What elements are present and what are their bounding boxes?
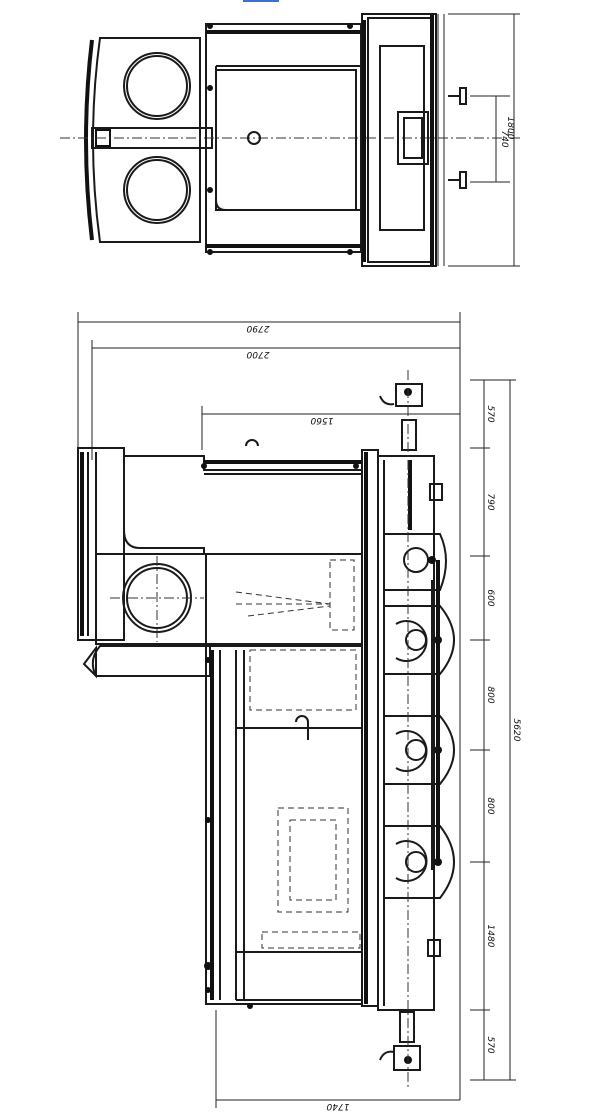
dim-label-seg-2: 790 [485,493,495,510]
radiator-circle-upper [123,52,191,120]
coupler-bottom [379,1011,421,1071]
hood-front-plan [92,37,201,243]
dim-label-1560: 1560 [310,415,333,425]
coupler-top [379,383,423,451]
rear-coupler-box [397,111,429,165]
dim-label-2700: 2700 [246,349,269,359]
body-lower [205,643,363,1005]
engine-compartment-upper [205,553,363,647]
dim-label-1740: 1740 [326,1101,349,1111]
chassis-sideplate [377,455,435,1011]
radiator-circle-lower [123,156,191,224]
wheel-3 [384,715,455,785]
dim-label-1800: 1800 [505,117,515,140]
dim-label-seg-7: 570 [485,1036,495,1053]
side-hatch-handle [245,439,259,447]
hood-upper-side [123,455,363,555]
wheel-4 [384,825,455,899]
dim-label-seg-1: 570 [485,405,495,422]
dim-label-seg-5: 800 [485,797,495,814]
top-hatch [247,131,262,145]
engine-block-hidden [277,807,349,913]
top-view [60,13,520,267]
cab-side [77,447,125,641]
exhaust-pipe [91,645,211,677]
wheel-2 [384,605,455,675]
dim-label-740: 740 [499,130,509,147]
buffer-lower [448,171,467,189]
dim-label-seg-3: 600 [485,589,495,606]
lower-hatch-handle [295,715,309,740]
dim-label-5620: 5620 [511,719,521,742]
front-plate [84,39,94,241]
dim-label-2790: 2790 [246,323,269,333]
top-edge-link-fragment [243,0,279,2]
wheel-1 [384,533,447,591]
buffer-upper [448,87,467,105]
dim-label-seg-4: 800 [485,686,495,703]
dim-label-seg-6: 1480 [485,925,495,948]
side-view [77,312,516,1108]
